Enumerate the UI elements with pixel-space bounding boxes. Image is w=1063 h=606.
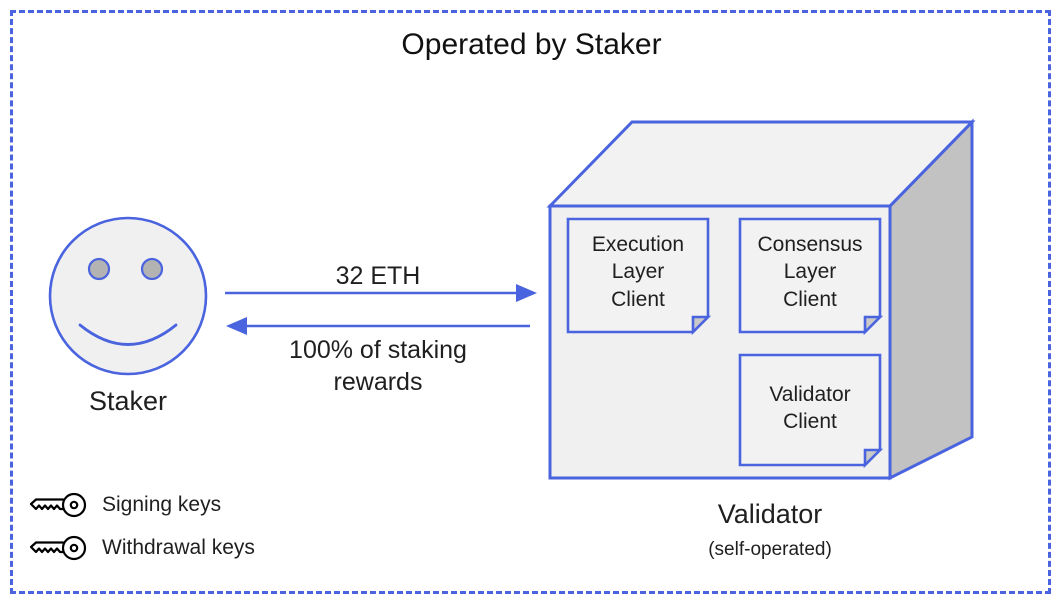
- validator-client-fold: [863, 448, 884, 469]
- validator-client-label: Validator Client: [769, 383, 851, 434]
- key-icon: [28, 535, 88, 561]
- arrow-validator-to-staker: [226, 317, 530, 335]
- staker-eye-left: [87, 257, 111, 281]
- execution-layer-client-fold: [691, 315, 712, 336]
- key-icon: [28, 492, 88, 518]
- consensus-layer-client-fold: [863, 315, 884, 336]
- legend-label-withdrawal-keys: Withdrawal keys: [102, 536, 255, 559]
- arrow-staker-to-validator: [225, 284, 537, 302]
- staker-eye-right: [140, 257, 164, 281]
- operated-by-staker-boundary: [10, 10, 1051, 594]
- staker-label: Staker: [88, 386, 168, 416]
- legend-item-withdrawal-keys: Withdrawal keys: [28, 535, 255, 561]
- validator-caption: Validator: [717, 499, 823, 529]
- staker-smile: [78, 323, 178, 346]
- staker-avatar: [48, 216, 208, 376]
- page-title: Operated by Staker: [401, 28, 662, 61]
- arrow-label-32-eth: 32 ETH: [335, 262, 421, 290]
- validator-subcaption: (self-operated): [708, 539, 832, 560]
- execution-layer-client-box[interactable]: [566, 217, 712, 336]
- arrow-label-staking-rewards: 100% of staking rewards: [289, 336, 467, 396]
- execution-layer-client-label: Execution Layer Client: [591, 233, 685, 311]
- staker-face-circle: [48, 216, 208, 376]
- validator-client-box[interactable]: [738, 353, 884, 469]
- consensus-layer-client-box[interactable]: [738, 217, 884, 336]
- legend-label-signing-keys: Signing keys: [102, 493, 222, 516]
- consensus-layer-client-label: Consensus Layer Client: [757, 233, 863, 311]
- legend-item-signing-keys: Signing keys: [28, 492, 221, 518]
